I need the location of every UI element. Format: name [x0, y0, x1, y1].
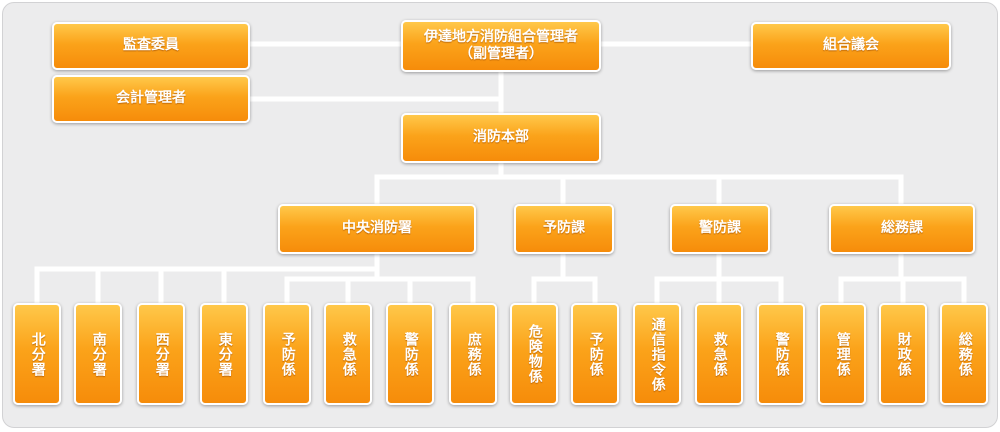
manager-box: 伊達地方消防組合管理者 （副管理者） [401, 20, 601, 72]
unit-label: 南分署 [90, 331, 107, 377]
division-keibo-label: 警防課 [699, 220, 741, 237]
unit-label: 救急係 [340, 331, 357, 377]
unit-label: 予防係 [587, 331, 604, 377]
unit-box: 西分署 [137, 303, 185, 405]
unit-box: 総務係 [940, 303, 988, 405]
unit-label: 予防係 [279, 331, 296, 377]
accountant-box: 会計管理者 [52, 75, 250, 123]
division-keibo-box: 警防課 [670, 204, 770, 254]
unit-box: 予防係 [571, 303, 619, 405]
unit-label: 北分署 [29, 331, 46, 377]
unit-label: 庶務係 [465, 331, 482, 377]
unit-label: 警防係 [402, 331, 419, 377]
unit-box: 管理係 [818, 303, 866, 405]
unit-label: 管理係 [834, 331, 851, 377]
auditor-box: 監査委員 [52, 22, 250, 70]
unit-label: 西分署 [153, 331, 170, 377]
unit-box: 北分署 [13, 303, 61, 405]
unit-box: 南分署 [74, 303, 122, 405]
unit-label: 東分署 [216, 331, 233, 377]
assembly-box: 組合議会 [751, 22, 951, 70]
division-yobo-box: 予防課 [514, 204, 614, 254]
division-somu-box: 総務課 [829, 204, 975, 254]
manager-label: 伊達地方消防組合管理者 （副管理者） [424, 28, 578, 63]
unit-label: 救急係 [711, 331, 728, 377]
unit-box: 警防係 [386, 303, 434, 405]
unit-label: 警防係 [773, 331, 790, 377]
division-yobo-label: 予防課 [543, 220, 585, 237]
accountant-label: 会計管理者 [116, 90, 186, 107]
hq-box: 消防本部 [401, 113, 601, 163]
unit-box: 救急係 [695, 303, 743, 405]
division-chuo-box: 中央消防署 [278, 204, 476, 254]
auditor-label: 監査委員 [123, 37, 179, 54]
unit-box: 救急係 [324, 303, 372, 405]
unit-label: 財政係 [895, 331, 912, 377]
unit-box: 警防係 [757, 303, 805, 405]
unit-box: 通信指令係 [633, 303, 681, 405]
unit-box: 危険物係 [510, 303, 558, 405]
assembly-label: 組合議会 [823, 37, 879, 54]
division-chuo-label: 中央消防署 [342, 220, 412, 237]
division-somu-label: 総務課 [881, 220, 923, 237]
unit-box: 予防係 [263, 303, 311, 405]
unit-label: 通信指令係 [649, 316, 666, 392]
unit-label: 総務係 [956, 331, 973, 377]
unit-box: 庶務係 [449, 303, 497, 405]
unit-box: 東分署 [200, 303, 248, 405]
unit-box: 財政係 [879, 303, 927, 405]
unit-label: 危険物係 [526, 324, 543, 384]
hq-label: 消防本部 [473, 129, 529, 146]
connector-lines [34, 41, 967, 308]
